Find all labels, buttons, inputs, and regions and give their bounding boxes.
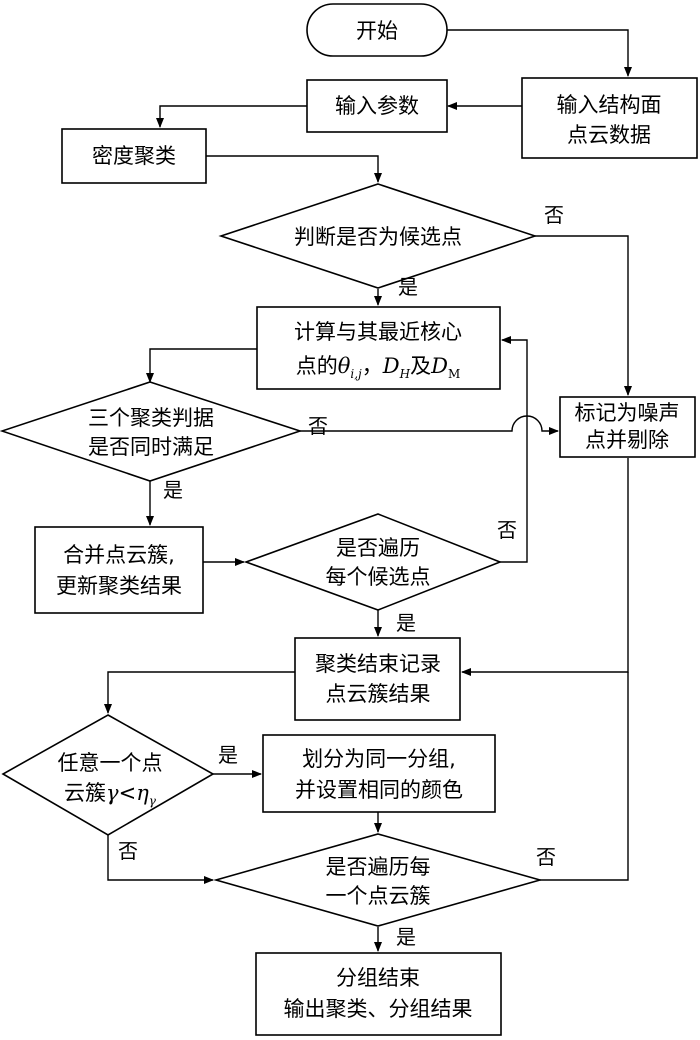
node-mark-noise: 标记为噪声 点并剔除 <box>559 396 696 458</box>
node-group-end-line2: 输出聚类、分组结果 <box>284 997 473 1021</box>
node-group-end: 分组结束 输出聚类、分组结果 <box>255 952 502 1036</box>
node-three-criteria-line1: 三个聚类判据 <box>88 406 214 430</box>
edge-params-to-density <box>156 105 307 128</box>
edge-density-to-judge <box>206 155 382 183</box>
node-mark-noise-line2: 点并剔除 <box>585 428 669 452</box>
node-mark-noise-line1: 标记为噪声 <box>575 401 680 425</box>
label-criteria-no: 否 <box>308 414 328 438</box>
node-traverse-clusters: 是否遍历每 一个点云簇 <box>213 833 543 927</box>
edge-judge-no-to-noise <box>535 235 632 396</box>
node-three-criteria: 三个聚类判据 是否同时满足 <box>0 381 303 482</box>
node-judge-candidate-label: 判断是否为候选点 <box>294 225 462 249</box>
edge-traverse-clusters-no-loop <box>540 672 629 881</box>
node-traverse-clusters-line1: 是否遍历每 <box>326 855 431 879</box>
node-cluster-end-line1: 聚类结束记录 <box>315 652 441 676</box>
node-any-cluster-line1: 任意一个点 <box>58 751 163 775</box>
node-cluster-end-line2: 点云簇结果 <box>326 682 431 706</box>
node-divide-group-line1: 划分为同一分组, <box>302 747 456 771</box>
node-cluster-end: 聚类结束记录 点云簇结果 <box>294 637 461 721</box>
node-density-cluster: 密度聚类 <box>61 128 207 184</box>
label-traverse-clusters-no: 否 <box>536 845 556 869</box>
node-compute: 计算与其最近核心 点的θi,j，DH及DM <box>256 306 501 390</box>
node-merge-line2: 更新聚类结果 <box>56 574 182 598</box>
node-group-end-line1: 分组结束 <box>336 966 420 990</box>
node-start-label: 开始 <box>356 19 398 43</box>
node-any-cluster-line2: 云簇γ<ηγ <box>64 781 157 808</box>
node-merge: 合并点云簇, 更新聚类结果 <box>34 526 204 614</box>
node-start: 开始 <box>306 3 448 57</box>
edge-criteria-no-to-noise <box>300 415 559 435</box>
node-input-pointcloud-line1: 输入结构面 <box>557 93 662 117</box>
node-density-cluster-label: 密度聚类 <box>92 144 176 168</box>
label-traverse-clusters-yes: 是 <box>396 925 416 949</box>
edge-labels: 否 是 否 是 否 是 是 否 否 是 <box>118 203 564 949</box>
label-traverse-no: 否 <box>497 518 517 542</box>
node-compute-line1: 计算与其最近核心 <box>294 320 462 344</box>
node-input-pointcloud-line2: 点云数据 <box>567 123 651 147</box>
label-judge-yes: 是 <box>398 275 418 299</box>
node-input-params: 输入参数 <box>306 79 448 133</box>
node-divide-group-line2: 并设置相同的颜色 <box>295 778 463 802</box>
node-three-criteria-line2: 是否同时满足 <box>88 435 214 459</box>
node-input-params-label: 输入参数 <box>335 94 419 118</box>
edge-start-to-input-pointcloud <box>445 29 632 77</box>
node-traverse-candidates: 是否遍历 每个候选点 <box>243 513 503 611</box>
node-traverse-clusters-line2: 一个点云簇 <box>326 884 431 908</box>
edge-cluster-end-to-any <box>104 671 295 714</box>
node-traverse-candidates-line2: 每个候选点 <box>326 565 431 589</box>
node-input-pointcloud: 输入结构面 点云数据 <box>521 77 698 159</box>
edges <box>104 29 632 952</box>
node-any-cluster: 任意一个点 云簇γ<ηγ <box>1 714 215 836</box>
edge-compute-to-criteria <box>146 348 257 383</box>
edge-any-no-to-traverse-clusters <box>107 835 214 884</box>
node-divide-group: 划分为同一分组, 并设置相同的颜色 <box>262 734 496 813</box>
node-compute-line2: 点的θi,j，DH及DM <box>296 354 460 381</box>
label-any-no: 否 <box>118 839 138 863</box>
label-traverse-yes: 是 <box>396 611 416 635</box>
label-any-yes: 是 <box>218 743 238 767</box>
node-traverse-candidates-line1: 是否遍历 <box>336 536 420 560</box>
edge-traverse-no-to-compute <box>500 336 528 563</box>
label-criteria-yes: 是 <box>163 478 183 502</box>
label-judge-no: 否 <box>544 203 564 227</box>
node-merge-line1: 合并点云簇, <box>63 543 175 567</box>
node-judge-candidate: 判断是否为候选点 <box>218 183 538 289</box>
